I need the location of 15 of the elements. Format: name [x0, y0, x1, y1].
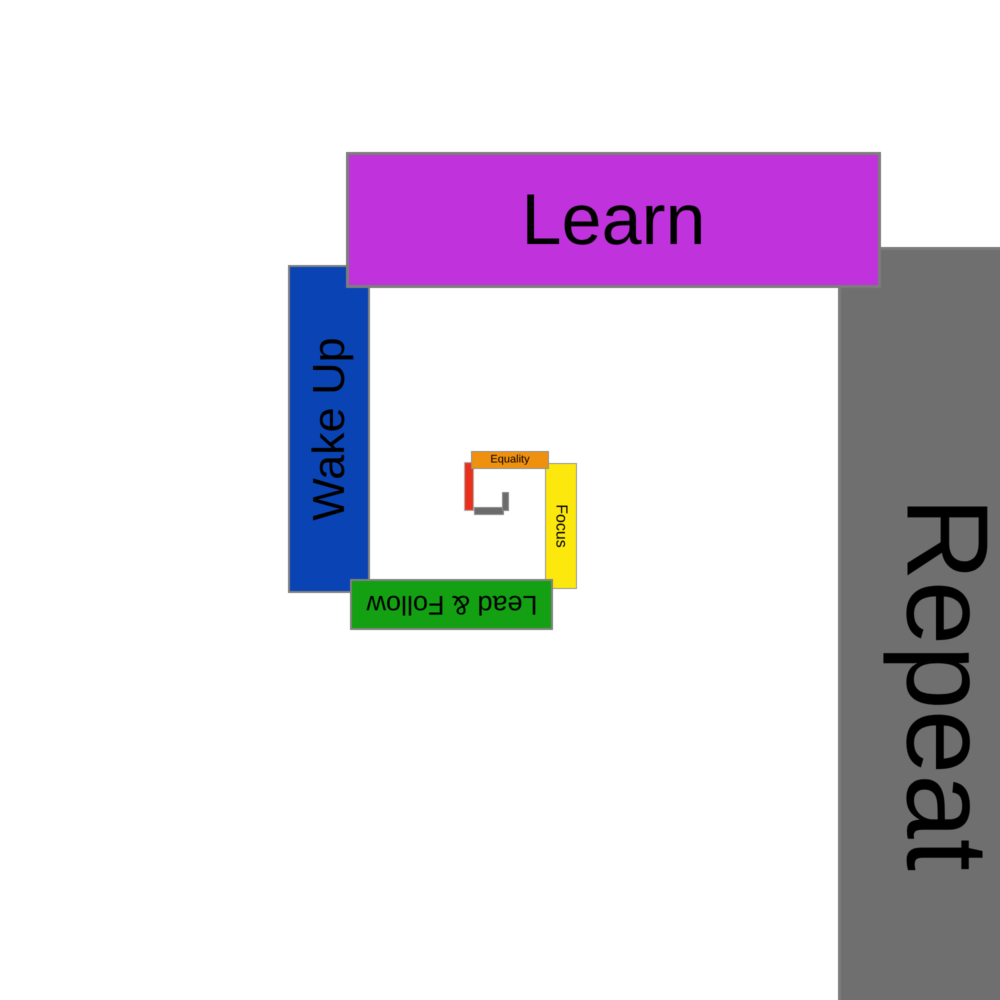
step-label: Learn: [521, 178, 706, 262]
step-label: Wake Up: [302, 337, 355, 521]
step-label: Focus: [552, 504, 571, 548]
step-label: Lead & Follow: [366, 588, 538, 621]
step-bar: [471, 451, 549, 469]
step-label: Equality: [490, 453, 530, 467]
step-bar: [545, 463, 577, 589]
step-bar: [350, 579, 553, 630]
step-bar: [838, 247, 1000, 1000]
step-bar: [474, 507, 504, 515]
step-label: Repeat: [882, 496, 1000, 872]
step-bar: [288, 265, 370, 593]
step-bar: [346, 152, 881, 288]
step-bar: [464, 462, 474, 511]
step-bar: [502, 492, 509, 511]
